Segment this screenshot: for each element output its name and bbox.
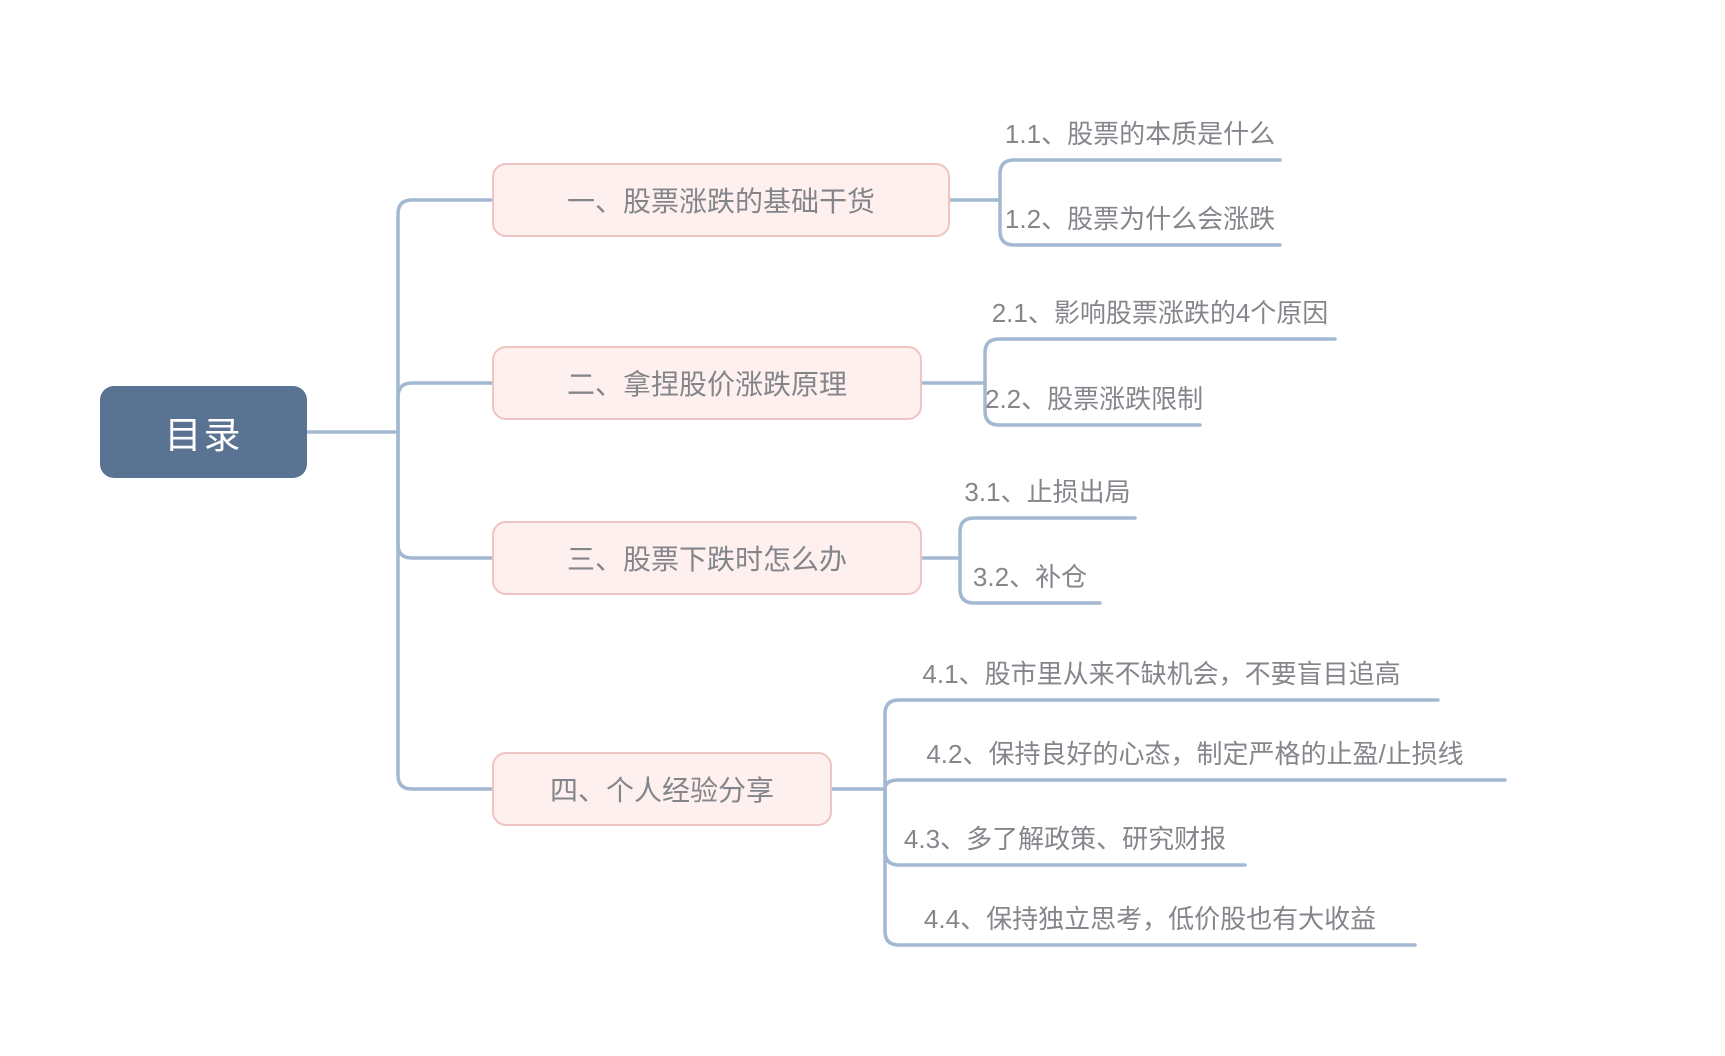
connector-subtopic-4-1 [883,698,1440,791]
branch-topic-label: 三、股票下跌时怎么办 [566,544,847,575]
subtopic-node-4-2[interactable]: 4.2、保持良好的心态，制定严格的止盈/止损线 [885,734,1505,774]
connector-subtopic-2-1 [983,337,1337,385]
subtopic-node-4-4[interactable]: 4.4、保持独立思考，低价股也有大收益 [885,899,1415,939]
connector-branch-4 [396,430,494,791]
subtopic-label: 4.4、保持独立思考，低价股也有大收益 [923,904,1377,934]
branch-topic-node-4[interactable]: 四、个人经验分享 [492,752,832,826]
branch-topic-node-2[interactable]: 二、拿捏股价涨跌原理 [492,346,922,420]
subtopic-label: 4.3、多了解政策、研究财报 [903,824,1227,854]
connector-subtopic-2-2 [983,381,1202,427]
subtopic-node-2-1[interactable]: 2.1、影响股票涨跌的4个原因 [985,293,1335,333]
connector-subtopic-3-2 [958,556,1102,605]
subtopic-label: 3.1、止损出局 [964,477,1131,507]
connector-branch-3 [396,430,494,560]
subtopic-label: 3.2、补仓 [972,562,1088,592]
connector-branch-2 [396,381,494,434]
subtopic-label: 2.2、股票涨跌限制 [985,384,1204,414]
subtopic-label: 1.1、股票的本质是什么 [1004,119,1276,149]
subtopic-label: 4.2、保持良好的心态，制定严格的止盈/止损线 [926,739,1464,769]
root-topic-label: 目录 [164,415,243,456]
subtopic-node-3-1[interactable]: 3.1、止损出局 [960,472,1135,512]
subtopic-label: 1.2、股票为什么会涨跌 [1004,204,1276,234]
subtopic-node-1-2[interactable]: 1.2、股票为什么会涨跌 [1000,199,1280,239]
connector-subtopic-4-4 [883,787,1417,947]
root-topic-node[interactable]: 目录 [100,386,307,478]
subtopic-node-1-1[interactable]: 1.1、股票的本质是什么 [1000,114,1280,154]
connector-branch-1 [396,198,494,434]
subtopic-label: 2.1、影响股票涨跌的4个原因 [991,298,1329,328]
branch-topic-node-1[interactable]: 一、股票涨跌的基础干货 [492,163,950,237]
subtopic-node-4-3[interactable]: 4.3、多了解政策、研究财报 [885,819,1245,859]
subtopic-node-3-2[interactable]: 3.2、补仓 [960,557,1100,597]
subtopic-node-4-1[interactable]: 4.1、股市里从来不缺机会，不要盲目追高 [885,654,1438,694]
branch-topic-node-3[interactable]: 三、股票下跌时怎么办 [492,521,922,595]
subtopic-node-2-2[interactable]: 2.2、股票涨跌限制 [985,379,1204,419]
branch-topic-label: 一、股票涨跌的基础干货 [566,186,875,217]
branch-topic-label: 二、拿捏股价涨跌原理 [566,369,847,400]
connector-subtopic-1-2 [998,198,1282,247]
connector-subtopic-3-1 [958,516,1137,560]
connector-subtopic-4-2 [883,778,1507,791]
connector-subtopic-1-1 [998,158,1282,202]
branch-topic-label: 四、个人经验分享 [549,775,774,806]
subtopic-label: 4.1、股市里从来不缺机会，不要盲目追高 [922,659,1401,689]
